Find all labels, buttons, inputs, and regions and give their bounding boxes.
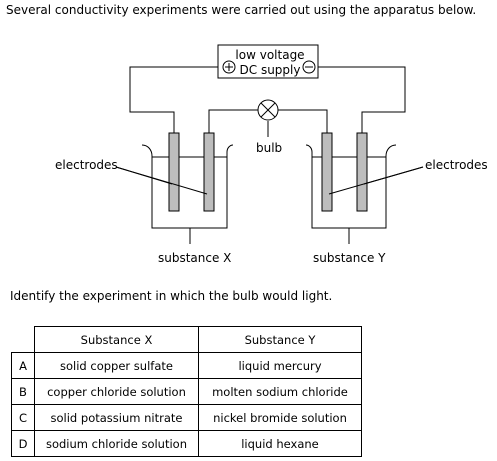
table-row[interactable]: B copper chloride solution molten sodium…: [11, 378, 362, 405]
option-substance-y: molten sodium chloride: [198, 378, 362, 405]
option-substance-y: liquid mercury: [198, 352, 362, 379]
wire-right-inner: [278, 109, 328, 133]
supply-label-line2: DC supply: [240, 63, 301, 77]
intro-text: Several conductivity experiments were ca…: [6, 3, 477, 17]
electrode-right-1: [321, 132, 333, 212]
electrodes-pointer-right-2: [363, 166, 424, 185]
option-letter: B: [11, 378, 35, 405]
wire-right-outer: [318, 66, 406, 133]
electrodes-pointer-left-2: [115, 166, 208, 195]
table-row[interactable]: A solid copper sulfate liquid mercury: [11, 352, 362, 379]
bulb-cross-2: [260, 102, 276, 118]
option-substance-y: nickel bromide solution: [198, 404, 362, 431]
option-letter: A: [11, 352, 35, 379]
header-substance-y: Substance Y: [198, 326, 362, 353]
electrode-right-2: [356, 132, 368, 212]
supply-label-line1: low voltage: [235, 48, 304, 62]
conductivity-apparatus-diagram: low voltage DC supply bulb substance X s…: [55, 44, 488, 265]
header-blank-cell: [12, 327, 35, 353]
option-letter: C: [11, 404, 35, 431]
electrodes-label-right: electrodes: [425, 158, 488, 172]
option-substance-x: solid potassium nitrate: [34, 404, 199, 431]
table-header-row: Substance X Substance Y: [12, 326, 362, 353]
substance-x-label: substance X: [158, 251, 231, 265]
substance-y-label: substance Y: [313, 251, 386, 265]
option-substance-y: liquid hexane: [198, 430, 362, 457]
wire-left-inner: [208, 109, 258, 133]
electrode-left-2: [203, 132, 215, 212]
option-letter: D: [11, 430, 35, 457]
option-substance-x: sodium chloride solution: [34, 430, 199, 457]
wire-left-outer: [129, 66, 218, 133]
question-text: Identify the experiment in which the bul…: [10, 289, 333, 303]
electrode-left-1: [168, 132, 180, 212]
electrodes-label-left: electrodes: [55, 158, 118, 172]
bulb-label: bulb: [256, 141, 282, 155]
table-row[interactable]: D sodium chloride solution liquid hexane: [11, 430, 362, 457]
option-substance-x: copper chloride solution: [34, 378, 199, 405]
header-substance-x: Substance X: [34, 326, 199, 353]
table-row[interactable]: C solid potassium nitrate nickel bromide…: [11, 404, 362, 431]
option-substance-x: solid copper sulfate: [34, 352, 199, 379]
options-table: Substance X Substance Y A solid copper s…: [11, 326, 362, 457]
dc-supply-box: [217, 44, 319, 79]
